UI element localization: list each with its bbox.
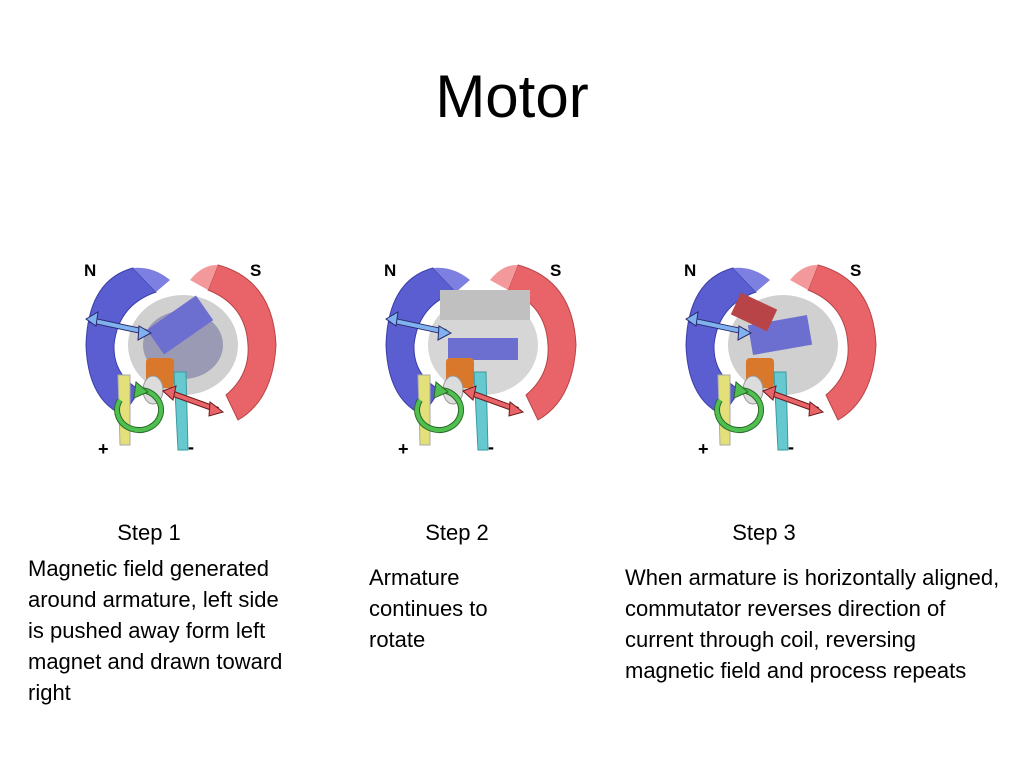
step-3-description: When armature is horizontally aligned, c… (625, 565, 1000, 683)
motor-diagram-step-1: N S + - (78, 250, 298, 470)
motor-diagram: N S + - (684, 261, 877, 459)
step-1-description: Magnetic field generated around armature… (28, 556, 283, 705)
motor-diagram-step-2: N S + - (378, 250, 598, 470)
negative-terminal-label: - (188, 437, 194, 457)
negative-terminal-label: - (488, 437, 494, 457)
rotation-arrow-icon (715, 388, 764, 432)
south-pole-label: S (850, 261, 861, 280)
step-1-label: Step 1 (117, 520, 181, 545)
south-pole-label: S (550, 261, 561, 280)
south-pole-label: S (250, 261, 261, 280)
positive-terminal-label: + (398, 439, 409, 459)
step-2-description: Armature continues to rotate (369, 565, 488, 652)
positive-terminal-label: + (698, 439, 709, 459)
motor-diagram-step-3: N S + - (678, 250, 898, 470)
negative-terminal-label: - (788, 437, 794, 457)
motor-diagram: N S + - (84, 261, 277, 459)
rotation-arrow-icon (415, 388, 464, 432)
north-pole-label: N (684, 261, 696, 280)
step-2-label: Step 2 (425, 520, 489, 545)
rotation-arrow-icon (115, 388, 164, 432)
positive-terminal-label: + (98, 439, 109, 459)
north-pole-label: N (384, 261, 396, 280)
step-3-label: Step 3 (732, 520, 796, 545)
north-pole-label: N (84, 261, 96, 280)
slide-title: Motor (435, 63, 589, 130)
motor-diagram: N S + - (384, 261, 577, 459)
